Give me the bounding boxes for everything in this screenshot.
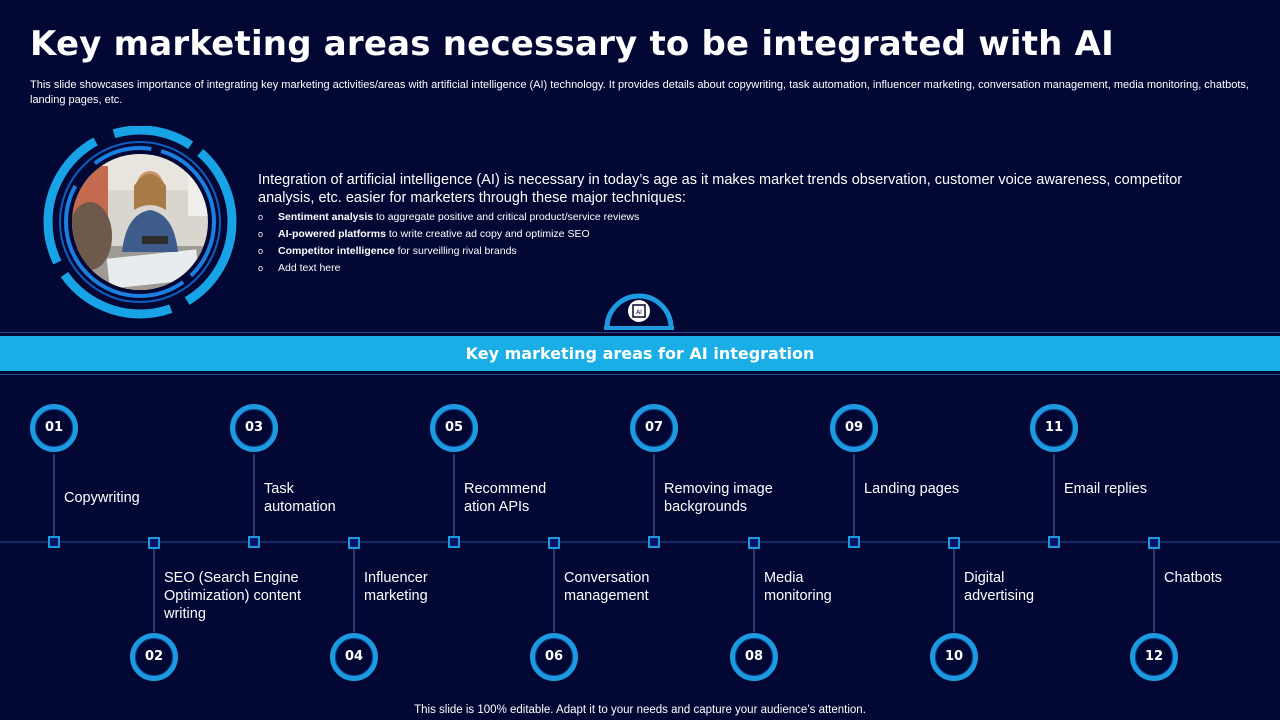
- step-number: 02: [130, 633, 178, 681]
- area-label: Task automation: [264, 481, 336, 515]
- area-label: Chatbots: [1164, 570, 1223, 586]
- step-number: 05: [430, 404, 478, 452]
- ring-inner: [64, 146, 216, 298]
- svg-text:AI: AI: [636, 309, 642, 316]
- step-number: 09: [830, 404, 878, 452]
- section-banner: Key marketing areas for AI integration: [0, 336, 1280, 371]
- footer-note: This slide is 100% editable. Adapt it to…: [414, 704, 866, 716]
- photo-image: [43, 126, 237, 319]
- ring-mid: [59, 141, 221, 303]
- area-label: Recommend ation APIs: [464, 481, 547, 515]
- area-label: Removing image backgrounds: [664, 481, 773, 515]
- photo-ring: [38, 126, 244, 320]
- bullet-marker: o: [258, 212, 264, 222]
- step-number: 10: [930, 633, 978, 681]
- divider-bottom: [0, 374, 1280, 375]
- divider-top: [0, 332, 1280, 333]
- step-number: 03: [230, 404, 278, 452]
- step-number: 12: [1130, 633, 1178, 681]
- area-label: Email replies: [1064, 481, 1147, 497]
- step-number: 06: [530, 633, 578, 681]
- intro-text: Integration of artificial intelligence (…: [258, 172, 1183, 206]
- step-number: 01: [30, 404, 78, 452]
- area-label: Conversation management: [564, 570, 650, 604]
- area-label: Copywriting: [64, 490, 140, 506]
- ring-outer: [43, 126, 237, 319]
- bullet-marker: o: [258, 263, 264, 273]
- bullet-marker: o: [258, 229, 264, 239]
- area-label: Landing pages: [864, 481, 960, 497]
- ai-chip-icon: AI: [604, 291, 674, 336]
- area-label: Digital advertising: [964, 570, 1035, 604]
- area-label: Media monitoring: [764, 570, 832, 604]
- page-title: Key marketing areas necessary to be inte…: [30, 24, 1114, 64]
- step-number: 11: [1030, 404, 1078, 452]
- bullet-marker: o: [258, 246, 264, 256]
- step-number: 07: [630, 404, 678, 452]
- step-number: 08: [730, 633, 778, 681]
- step-number: 04: [330, 633, 378, 681]
- area-label: SEO (Search Engine Optimization) content…: [164, 570, 302, 622]
- area-label: Influencer marketing: [364, 570, 428, 604]
- page-subtitle: This slide showcases importance of integ…: [30, 79, 1249, 106]
